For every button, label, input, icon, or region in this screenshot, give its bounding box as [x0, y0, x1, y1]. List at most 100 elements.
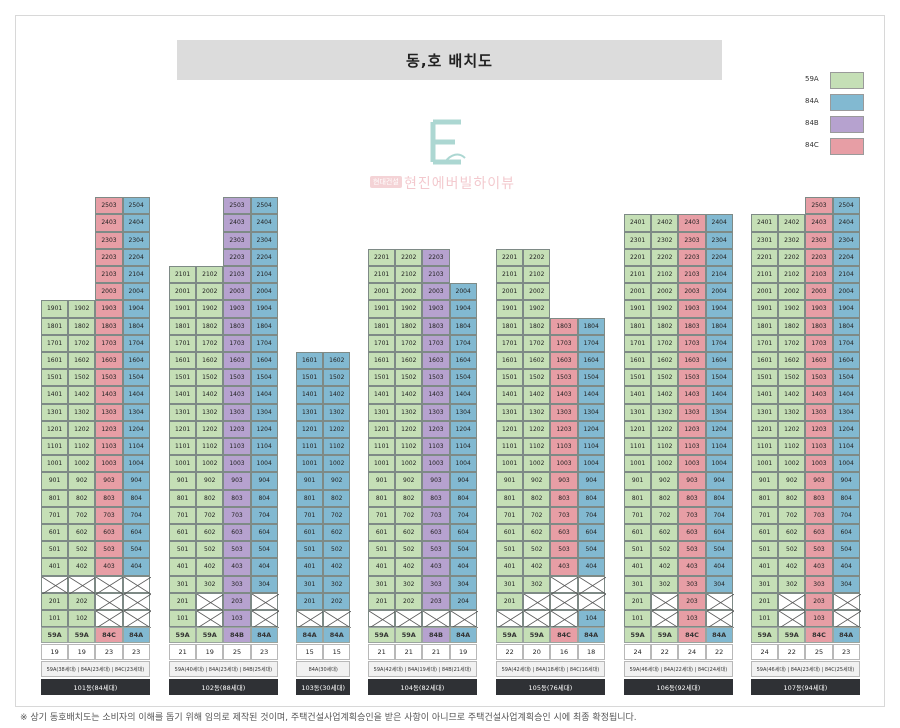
unit-type-label: 59A	[778, 627, 806, 643]
unit-cell: 2304	[832, 231, 860, 249]
unit-cell: 1101	[41, 438, 69, 456]
cross-mark-icon	[450, 611, 478, 629]
unit-cell: 1402	[651, 386, 679, 404]
unit-cell: 902	[778, 472, 806, 490]
unit-type-label: 59A	[68, 627, 96, 643]
unit-cell: 301	[296, 575, 324, 593]
unit-cell: 2103	[422, 266, 450, 284]
unit-cell: 601	[41, 524, 69, 542]
unit-cell: 1002	[323, 455, 351, 473]
unit-cell: 2202	[778, 248, 806, 266]
unit-cell: 1903	[678, 300, 706, 318]
unit-cell: 702	[68, 506, 96, 524]
unit-cell: 1003	[95, 455, 123, 473]
unit-cell: 1002	[778, 455, 806, 473]
unit-cell: 1301	[624, 403, 652, 421]
empty-unit	[68, 575, 97, 594]
unit-count: 24	[678, 644, 706, 660]
unit-cell: 1803	[678, 317, 706, 335]
unit-cell: 601	[368, 524, 396, 542]
unit-cell: 901	[296, 472, 324, 490]
unit-cell: 1601	[751, 352, 779, 370]
building-label: 102동(88세대)	[169, 679, 278, 695]
unit-cell: 704	[250, 506, 278, 524]
unit-cell: 1701	[751, 334, 779, 352]
unit-cell: 502	[395, 541, 423, 559]
cross-mark-icon	[551, 576, 579, 594]
unit-cell: 2303	[805, 231, 833, 249]
unit-type-label: 84A	[296, 627, 324, 643]
unit-cell: 301	[624, 575, 652, 593]
unit-cell: 1104	[832, 438, 860, 456]
unit-count: 20	[523, 644, 551, 660]
unit-cell: 604	[449, 524, 477, 542]
unit-cell: 1504	[449, 369, 477, 387]
cross-mark-icon	[396, 611, 424, 629]
unit-cell: 1202	[778, 420, 806, 438]
unit-cell: 2103	[95, 266, 123, 284]
unit-cell: 1301	[751, 403, 779, 421]
unit-cell: 401	[368, 558, 396, 576]
empty-unit	[250, 610, 279, 629]
empty-unit	[296, 610, 325, 629]
unit-cell: 1203	[223, 420, 251, 438]
unit-cell: 1904	[832, 300, 860, 318]
unit-cell: 1601	[41, 352, 69, 370]
unit-cell: 603	[223, 524, 251, 542]
unit-cell: 2204	[705, 248, 733, 266]
unit-cell: 1302	[395, 403, 423, 421]
legend-swatch	[830, 72, 864, 89]
cross-mark-icon	[706, 593, 734, 611]
unit-cell: 1103	[550, 438, 578, 456]
empty-unit	[651, 592, 680, 611]
unit-cell: 903	[550, 472, 578, 490]
unit-cell: 1204	[250, 420, 278, 438]
unit-cell: 2001	[496, 283, 524, 301]
empty-unit	[778, 592, 807, 611]
unit-cell: 1803	[550, 317, 578, 335]
unit-cell: 1202	[395, 420, 423, 438]
cross-mark-icon	[779, 593, 807, 611]
unit-cell: 1301	[41, 403, 69, 421]
unit-cell: 1604	[449, 352, 477, 370]
empty-unit	[832, 592, 861, 611]
cross-mark-icon	[578, 576, 606, 594]
unit-cell: 1501	[296, 369, 324, 387]
unit-cell: 1101	[496, 438, 524, 456]
unit-cell: 1501	[368, 369, 396, 387]
unit-cell: 801	[41, 489, 69, 507]
unit-cell: 801	[296, 489, 324, 507]
cross-mark-icon	[779, 611, 807, 629]
unit-cell: 1403	[422, 386, 450, 404]
unit-cell: 2003	[223, 283, 251, 301]
unit-cell: 2103	[805, 266, 833, 284]
unit-cell: 802	[323, 489, 351, 507]
unit-cell: 203	[422, 592, 450, 610]
unit-cell: 301	[751, 575, 779, 593]
unit-cell: 603	[422, 524, 450, 542]
unit-cell: 1101	[296, 438, 324, 456]
unit-cell: 1704	[832, 334, 860, 352]
unit-cell: 501	[624, 541, 652, 559]
unit-cell: 2402	[651, 214, 679, 232]
unit-cell: 1904	[449, 300, 477, 318]
unit-count: 21	[368, 644, 396, 660]
unit-cell: 1304	[705, 403, 733, 421]
unit-cell: 1803	[422, 317, 450, 335]
unit-cell: 1704	[122, 334, 150, 352]
unit-cell: 2001	[624, 283, 652, 301]
unit-cell: 602	[395, 524, 423, 542]
unit-cell: 2101	[496, 266, 524, 284]
unit-cell: 2303	[223, 231, 251, 249]
unit-type-label: 84A	[122, 627, 150, 643]
unit-cell: 2103	[678, 266, 706, 284]
unit-cell: 902	[395, 472, 423, 490]
unit-cell: 1101	[751, 438, 779, 456]
unit-cell: 2504	[832, 197, 860, 215]
unit-cell: 403	[805, 558, 833, 576]
unit-count: 24	[624, 644, 652, 660]
empty-unit	[422, 610, 451, 629]
unit-cell: 802	[196, 489, 224, 507]
unit-cell: 1903	[95, 300, 123, 318]
unit-cell: 701	[496, 506, 524, 524]
